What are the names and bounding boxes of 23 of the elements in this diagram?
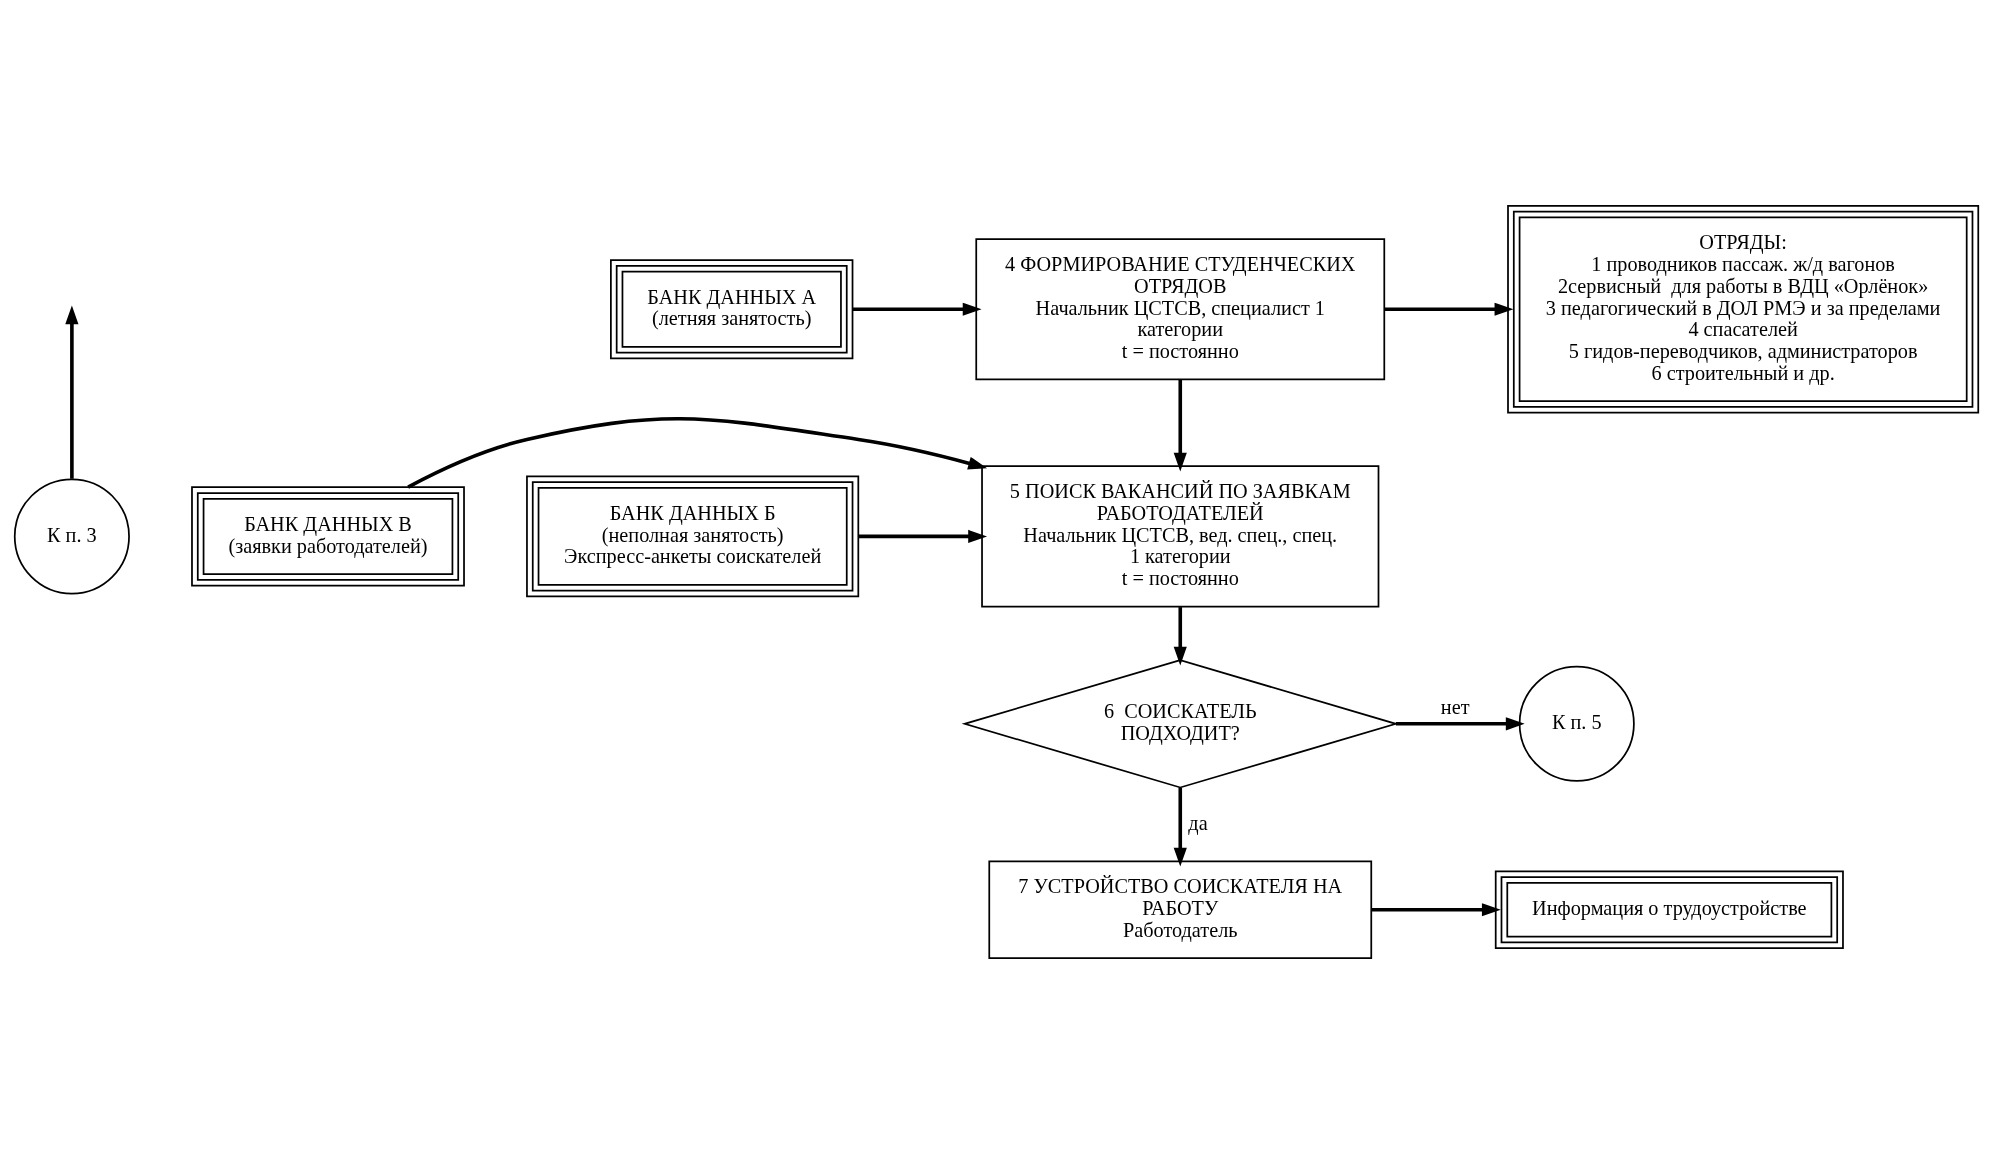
arrow: [1384, 302, 1514, 316]
arrow: [1173, 379, 1187, 472]
arrow: [1173, 607, 1187, 666]
arrow: [852, 302, 982, 316]
node-box: Информация о трудоустройстве: [1494, 870, 1844, 949]
node-box: БАНК ДАННЫХ Б (неполная занятость) Экспресс-анкеты соискателей: [526, 475, 860, 598]
edge-label: нет: [1440, 695, 1470, 718]
node-box: 4 ФОРМИРОВАНИЕ СТУДЕНЧЕСКИХ ОТРЯДОВ Начальник ЦСТСВ, специалист 1 категории t = постоянно: [975, 238, 1386, 381]
node-box: 5 ПОИСК ВАКАНСИЙ ПО ЗАЯВКАМ РАБОТОДАТЕЛЕЙ Начальник ЦСТСВ, вед. спец., спец. 1 категории t = постоянно: [981, 465, 1380, 608]
node-box: 7 УСТРОЙСТВО СОИСКАТЕЛЯ НА РАБОТУ Работодатель: [988, 860, 1373, 960]
arrow: [858, 529, 988, 544]
arrow: [1173, 787, 1187, 867]
arrow: [1371, 903, 1501, 917]
node-diamond: 6 СОИСКАТЕЛЬ ПОДХОДИТ?: [961, 659, 1399, 789]
node-box: БАНК ДАННЫХ А (летняя занятость): [610, 259, 854, 360]
node-circle: К п. 3: [13, 478, 130, 595]
edge-label: да: [1188, 811, 1208, 834]
arrow: [407, 417, 988, 489]
node-box: БАНК ДАННЫХ В (заявки работодателей): [191, 486, 465, 587]
node-box: ОТРЯДЫ: 1 проводников пассаж. ж/д вагонов 2сервисный для работы в ВДЦ «Орлёнок» 3 педагогический в ДОЛ РМЭ и за пределами 4 спасателей 5 гидов-переводчиков, администраторов 6 строительный и др.: [1507, 204, 1980, 414]
node-circle: К п. 5: [1518, 665, 1635, 782]
arrow: [1395, 717, 1525, 731]
arrow: [65, 305, 79, 479]
